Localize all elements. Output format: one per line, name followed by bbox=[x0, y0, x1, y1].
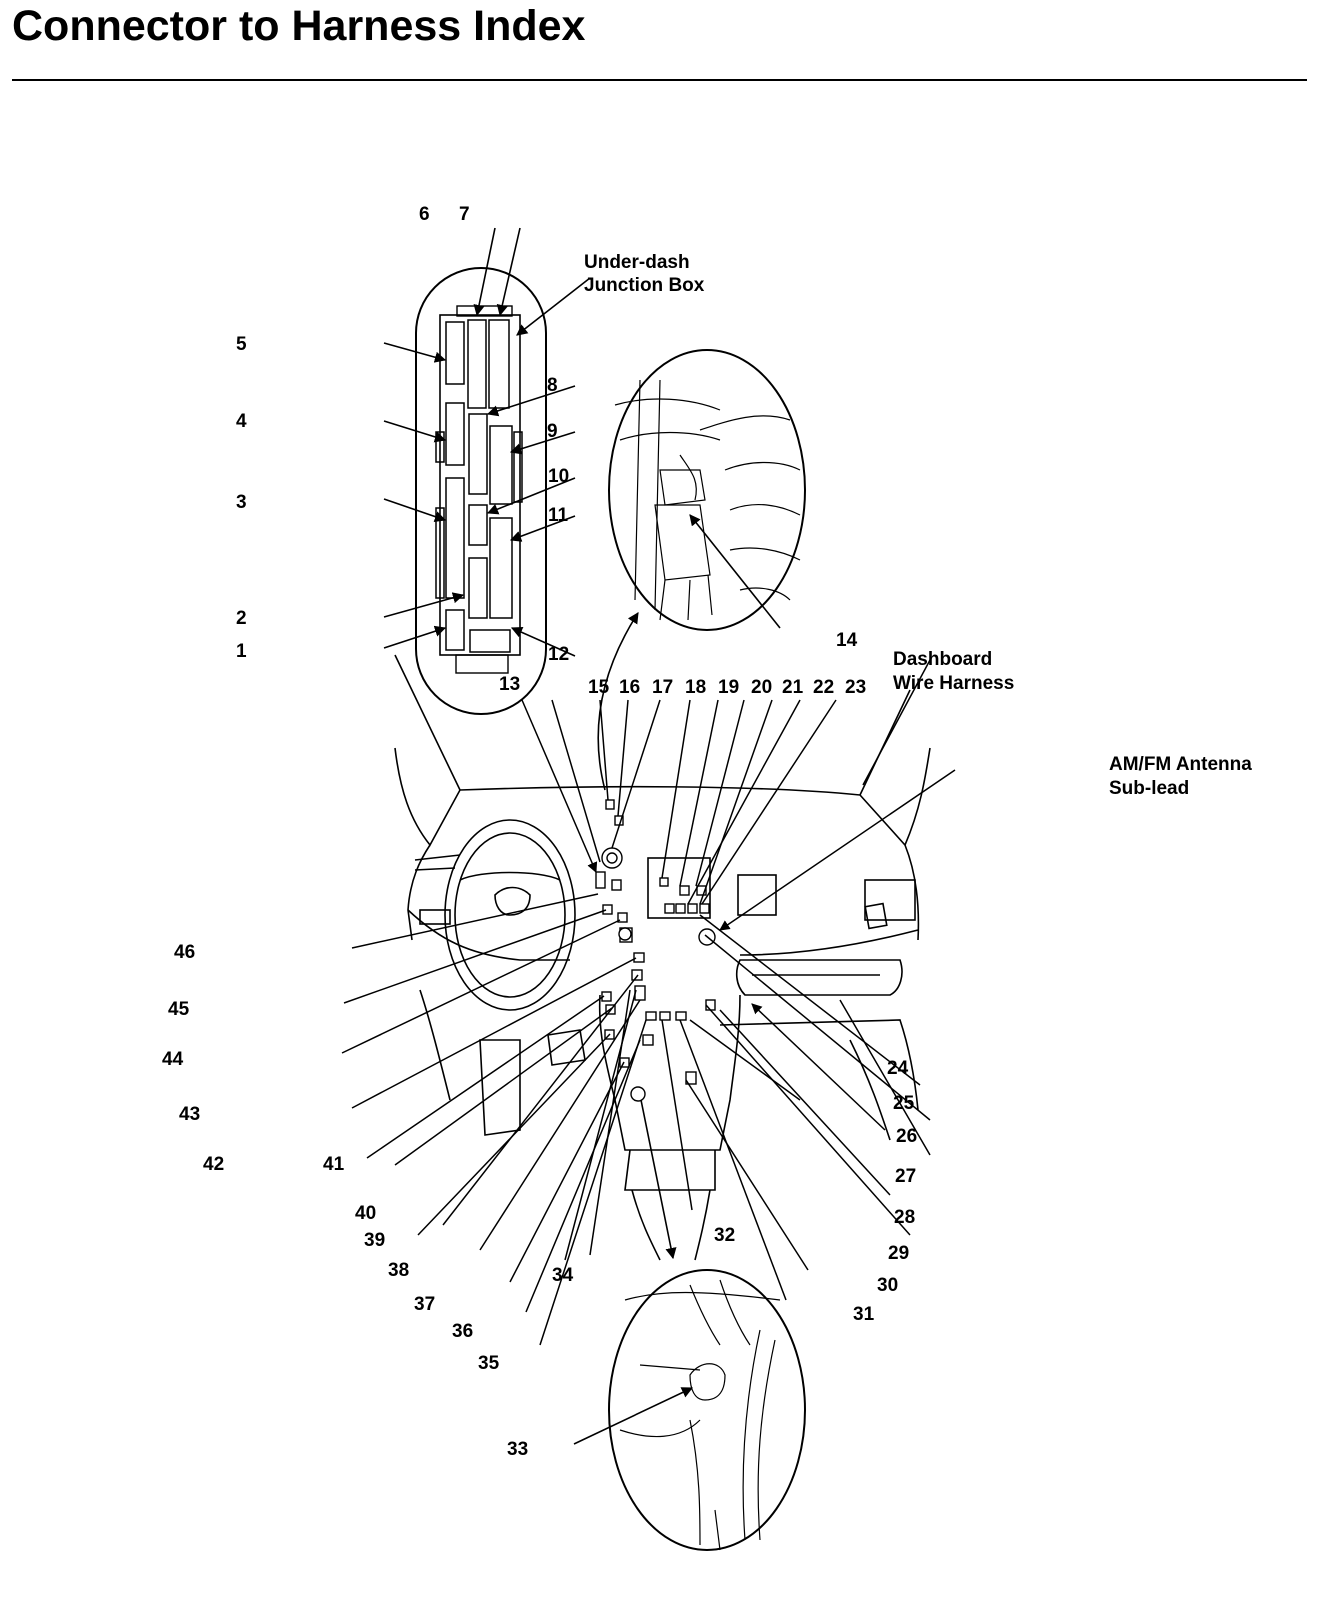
connector-label: 43 bbox=[179, 1104, 200, 1125]
page-title: Connector to Harness Index bbox=[12, 2, 586, 50]
connector-label: 1 bbox=[236, 641, 247, 662]
connector-label: 5 bbox=[236, 334, 247, 355]
callout-antenna-line1: AM/FM Antenna bbox=[1109, 754, 1252, 775]
connector-label: 9 bbox=[547, 421, 558, 442]
callout-antenna-line2: Sub-lead bbox=[1109, 778, 1189, 799]
callout-junction-box-line1: Under-dash bbox=[584, 252, 690, 273]
connector-label: 21 bbox=[782, 677, 804, 698]
connector-label: 8 bbox=[547, 375, 558, 396]
connector-label: 40 bbox=[355, 1203, 376, 1224]
connector-label: 19 bbox=[718, 677, 739, 698]
connector-label: 36 bbox=[452, 1321, 473, 1342]
connector-label: 23 bbox=[845, 677, 866, 698]
connector-symbols bbox=[595, 799, 716, 1102]
connector-label: 4 bbox=[236, 411, 247, 432]
connector-label: 35 bbox=[478, 1353, 500, 1374]
detail-view-lower bbox=[573, 1094, 806, 1551]
connector-label: 42 bbox=[203, 1154, 224, 1175]
connector-label: 32 bbox=[714, 1225, 735, 1246]
connector-label: 46 bbox=[174, 942, 195, 963]
junction-box-illustration bbox=[383, 227, 591, 715]
connector-label: 31 bbox=[853, 1304, 875, 1325]
connector-label: 24 bbox=[887, 1058, 909, 1079]
leader-lines bbox=[341, 659, 956, 1346]
callout-dashboard-harness-line1: Dashboard bbox=[893, 649, 992, 670]
connector-label: 34 bbox=[552, 1265, 574, 1286]
connector-label: 10 bbox=[548, 466, 569, 487]
connector-label: 29 bbox=[888, 1243, 909, 1264]
connector-label: 39 bbox=[364, 1230, 385, 1251]
connector-label: 44 bbox=[162, 1049, 184, 1070]
connector-label: 28 bbox=[894, 1207, 915, 1228]
connector-label: 22 bbox=[813, 677, 834, 698]
dashboard-illustration bbox=[394, 654, 931, 1261]
title-rule bbox=[12, 79, 1307, 81]
connector-label: 30 bbox=[877, 1275, 898, 1296]
connector-label: 33 bbox=[507, 1439, 528, 1460]
callout-junction-box-line2: Junction Box bbox=[584, 275, 705, 296]
labels: Under-dash Junction Box Dashboard Wire H… bbox=[162, 204, 1252, 1460]
connector-label: 2 bbox=[236, 608, 247, 629]
connector-label: 37 bbox=[414, 1294, 435, 1315]
callout-dashboard-harness-line2: Wire Harness bbox=[893, 673, 1014, 694]
detail-view-upper bbox=[597, 349, 806, 791]
connector-label: 13 bbox=[499, 674, 520, 695]
connector-label: 6 bbox=[419, 204, 430, 225]
connector-label: 11 bbox=[548, 505, 569, 526]
connector-label: 25 bbox=[893, 1093, 915, 1114]
connector-label: 14 bbox=[836, 630, 858, 651]
connector-label: 45 bbox=[168, 999, 190, 1020]
connector-label: 18 bbox=[685, 677, 706, 698]
connector-label: 38 bbox=[388, 1260, 409, 1281]
connector-label: 17 bbox=[652, 677, 673, 698]
connector-label: 26 bbox=[896, 1126, 917, 1147]
connector-label: 16 bbox=[619, 677, 640, 698]
connector-label: 41 bbox=[323, 1154, 345, 1175]
connector-label: 12 bbox=[548, 644, 569, 665]
connector-label: 3 bbox=[236, 492, 247, 513]
connector-label: 20 bbox=[751, 677, 772, 698]
connector-label: 15 bbox=[588, 677, 610, 698]
connector-label: 27 bbox=[895, 1166, 916, 1187]
connector-label: 7 bbox=[459, 204, 470, 225]
